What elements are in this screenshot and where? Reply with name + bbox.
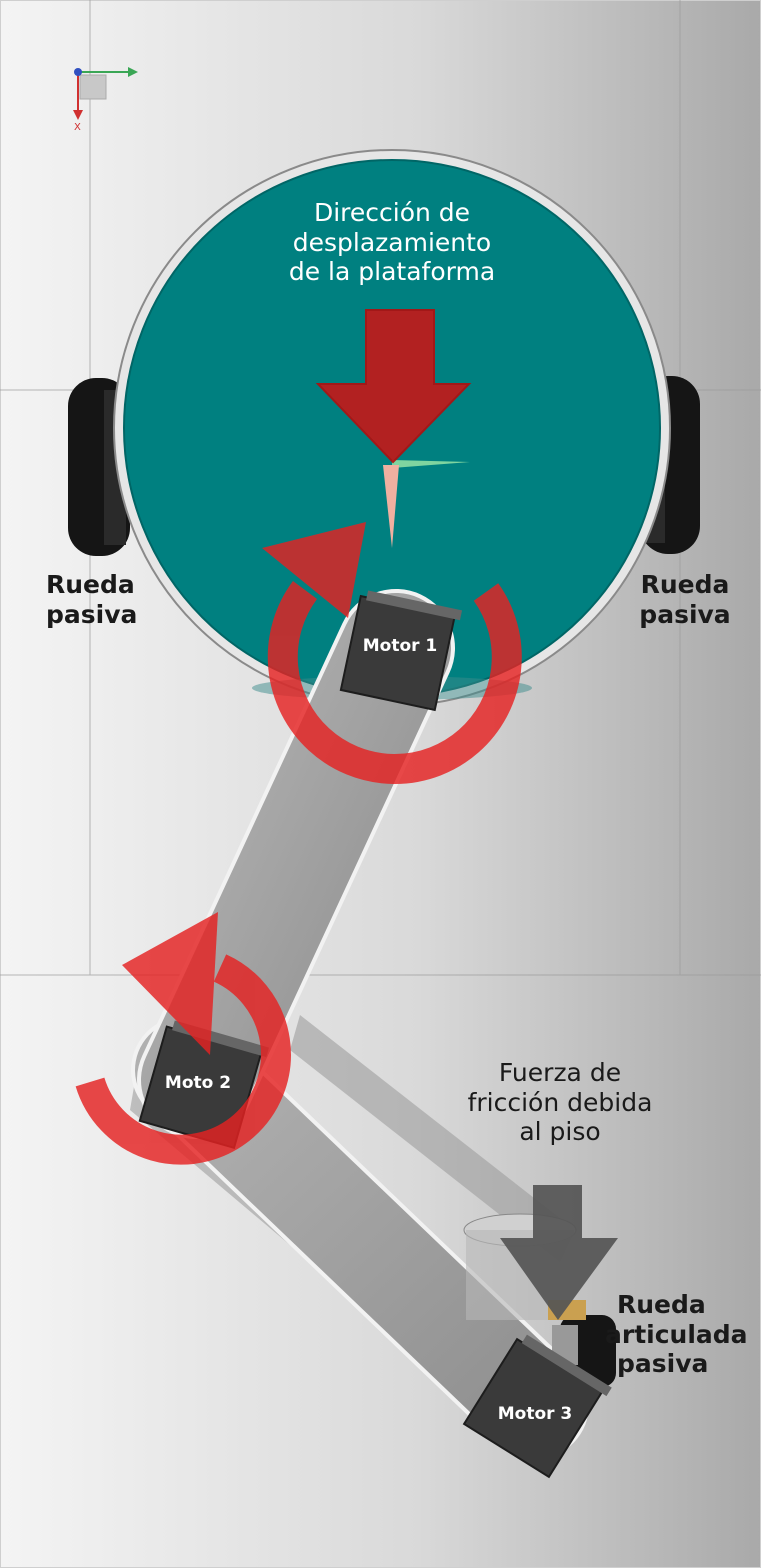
caster-label-line-1: Rueda: [617, 1290, 706, 1319]
right-wheel-label: Rueda pasiva: [630, 570, 740, 629]
direction-label-line-3: de la plataforma: [288, 257, 496, 286]
motor-1: [339, 590, 463, 712]
caster-label-line-3: pasiva: [617, 1349, 709, 1378]
svg-text:X: X: [74, 122, 81, 133]
right-wheel-label-line-1: Rueda: [640, 570, 730, 599]
direction-label-line-1: Dirección de: [313, 198, 471, 227]
view-triad-icon: X: [73, 67, 138, 133]
motor-3: [462, 1334, 612, 1479]
motor-1-label: Motor 1: [362, 636, 438, 656]
left-wheel-label-line-1: Rueda: [46, 570, 135, 599]
friction-label: Fuerza de fricción debida al piso: [440, 1058, 680, 1147]
motor-3-label: Motor 3: [497, 1404, 573, 1424]
friction-arrow: [500, 1185, 618, 1320]
right-wheel-label-line-2: pasiva: [639, 599, 731, 629]
friction-label-line-2: fricción debida: [467, 1087, 653, 1117]
direction-label: Dirección de desplazamiento de la plataf…: [262, 198, 522, 287]
platform-axes-icon: [383, 460, 470, 548]
friction-label-line-1: Fuerza de: [498, 1058, 622, 1087]
caster-label: Rueda articulada pasiva: [605, 1290, 755, 1379]
motor-2-label: Moto 2: [164, 1073, 232, 1093]
caster-label-line-2: articulada: [605, 1319, 748, 1349]
left-wheel-label-line-2: pasiva: [46, 599, 138, 629]
friction-label-line-3: al piso: [519, 1117, 601, 1146]
left-wheel-label: Rueda pasiva: [20, 570, 166, 629]
direction-arrow: [315, 309, 472, 464]
motor2-rotation-arrow: [75, 912, 291, 1165]
motor1-rotation-arrow: [262, 522, 522, 784]
direction-label-line-2: desplazamiento: [292, 227, 492, 257]
